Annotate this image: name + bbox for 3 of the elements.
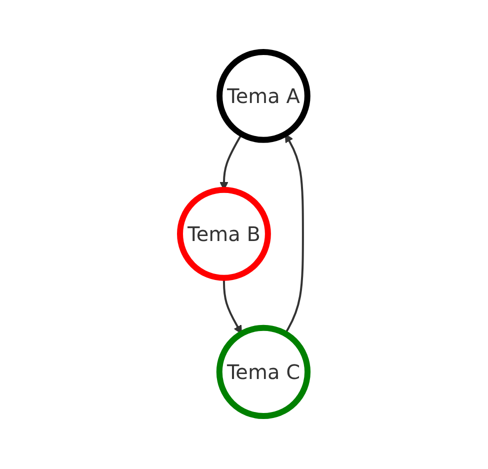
node-circle: Tema C [216, 325, 311, 420]
node-circle: Tema A [216, 49, 311, 144]
node-circle: Tema B [177, 187, 272, 282]
